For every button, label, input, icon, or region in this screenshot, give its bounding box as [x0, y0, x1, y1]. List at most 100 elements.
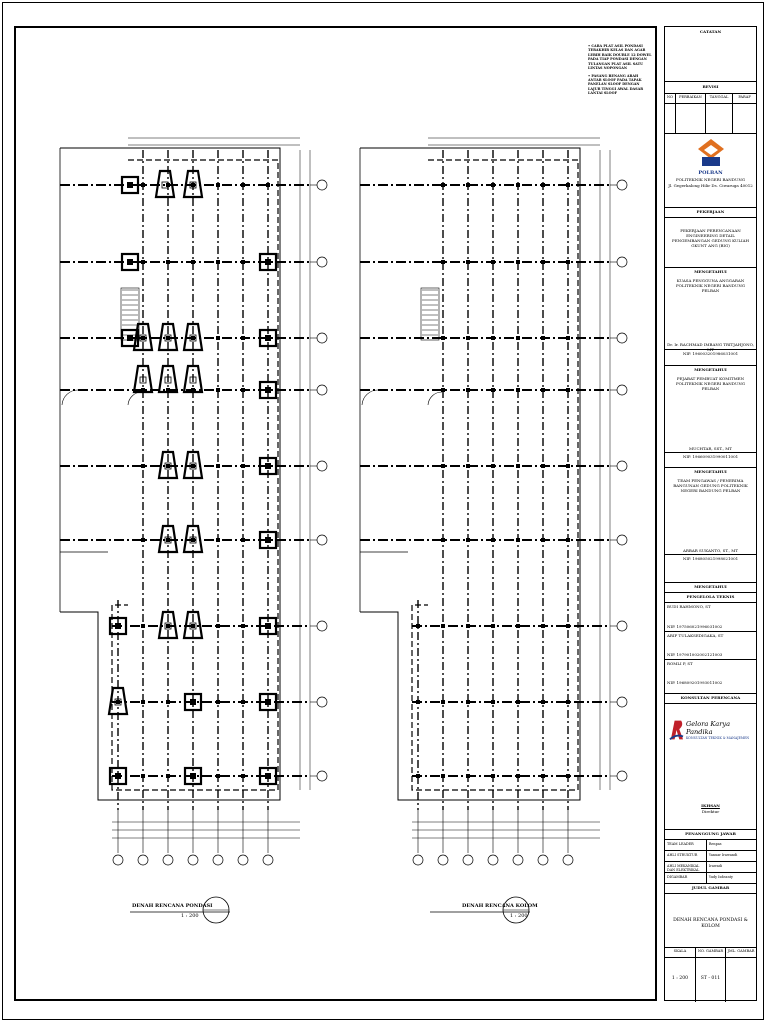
- sign-1-nip: NIP. 196003201986031001: [665, 349, 756, 357]
- footing-column: [265, 387, 271, 393]
- plan-right-title: DENAH RENCANA KOLOM: [462, 903, 538, 909]
- column: [441, 464, 445, 468]
- footing: [108, 616, 128, 636]
- column: [166, 260, 170, 264]
- column: [241, 260, 245, 264]
- footing: [258, 456, 278, 476]
- column: [441, 774, 445, 778]
- pekerjaan-label: PEKERJAAN: [665, 207, 756, 217]
- pt-1-nip: NIP. 197506021996031002: [667, 624, 723, 629]
- column: [216, 624, 220, 628]
- sign-1-name: Dr. Ir. RACHMAD IMBANG TRITJAHJONO, MT: [667, 342, 754, 352]
- pile-cap-footing: [157, 364, 179, 394]
- column: [516, 464, 520, 468]
- grid-bubble: [512, 854, 524, 866]
- pile-cap-footing: [157, 524, 179, 554]
- column: [516, 538, 520, 542]
- note-item-1: • CARA PLAT ASIL PONDASI TERAKHIR KELAS …: [588, 44, 652, 71]
- pile-cap-footing: [157, 610, 179, 640]
- grid-bubble: [562, 854, 574, 866]
- polban-logo: [697, 139, 724, 166]
- grid-bubble: [237, 854, 249, 866]
- stair-outline: [420, 287, 440, 341]
- footing-column: [127, 259, 133, 265]
- column: [491, 260, 495, 264]
- footing-column: [139, 376, 147, 384]
- grid-bubble: [112, 854, 124, 866]
- pile-cap-footing: [157, 322, 179, 352]
- column: [566, 336, 570, 340]
- column: [516, 774, 520, 778]
- column: [466, 336, 470, 340]
- grid-bubble: [537, 854, 549, 866]
- responsibility-name: Yanuar Irawandi: [708, 853, 738, 857]
- column: [541, 700, 545, 704]
- column: [491, 464, 495, 468]
- column: [441, 624, 445, 628]
- building-outline: [60, 147, 281, 801]
- footing-column: [115, 623, 121, 629]
- column: [516, 260, 520, 264]
- footing: [258, 328, 278, 348]
- pt-1-name: BUDI RAHMONO, ST: [665, 602, 756, 612]
- column: [491, 700, 495, 704]
- column: [141, 774, 145, 778]
- column: [541, 538, 545, 542]
- grid-bubble: [187, 854, 199, 866]
- mengetahui-1-text: KUASA PENGGUNA ANGGARAN POLITEKNIK NEGER…: [675, 278, 746, 293]
- column: [216, 388, 220, 392]
- pt-2-nip: NIP. 197901002002121003: [667, 652, 723, 657]
- pt-2-name: ARIF TULAKSEDIGAKA, ST: [665, 631, 756, 641]
- pekerjaan-text: PEKERJAAN PERENCANAAN ENGINEERING DETAIL…: [665, 217, 756, 267]
- revision-table-body: [665, 103, 756, 134]
- column: [466, 700, 470, 704]
- column: [466, 538, 470, 542]
- column: [466, 774, 470, 778]
- owner-section: POLBAN POLITEKNIK NEGERI BANDUNG Jl. Geg…: [665, 133, 756, 199]
- responsibility-role: DIGAMBAR: [665, 873, 707, 883]
- pile-cap-footing: [182, 364, 204, 394]
- column: [216, 774, 220, 778]
- responsibility-name: Irawadi: [708, 864, 723, 868]
- footing-column: [161, 181, 169, 189]
- column: [466, 464, 470, 468]
- mengetahui-3: MENGETAHUI: [665, 467, 756, 477]
- konsultan-section: Gelora Karya Pandika KONSULTAN TEKNIK & …: [665, 703, 756, 793]
- column: [241, 538, 245, 542]
- general-notes: • CARA PLAT ASIL PONDASI TERAKHIR KELAS …: [588, 44, 652, 99]
- footing-column: [265, 463, 271, 469]
- footing-column: [265, 699, 271, 705]
- column: [491, 774, 495, 778]
- konsultan-logo: [669, 720, 684, 741]
- column: [466, 183, 470, 187]
- column: [541, 464, 545, 468]
- plan-left-scale: 1 : 200: [181, 913, 199, 919]
- column: [141, 336, 145, 340]
- column: [241, 388, 245, 392]
- mengetahui-1: MENGETAHUI: [665, 267, 756, 277]
- footing-column: [189, 622, 197, 630]
- footing-column: [127, 182, 133, 188]
- column: [466, 624, 470, 628]
- pile-cap-footing: [107, 686, 129, 716]
- footing: [108, 766, 128, 786]
- column: [216, 464, 220, 468]
- column: [516, 624, 520, 628]
- footing: [258, 380, 278, 400]
- footing-column: [189, 376, 197, 384]
- door-swing: [427, 391, 443, 406]
- footing: [258, 252, 278, 272]
- mengetahui-2-text: PEJABAT PEMBUAT KOMITMEN POLITEKNIK NEGE…: [675, 376, 746, 391]
- pt-3-name: ROMLI P, ST: [665, 659, 756, 669]
- door-swing: [361, 389, 379, 406]
- footing-column: [265, 773, 271, 779]
- column: [516, 700, 520, 704]
- column: [566, 388, 570, 392]
- column: [541, 388, 545, 392]
- responsibility-role: AHLI STRUKTUR: [665, 851, 707, 861]
- footing-column: [190, 773, 196, 779]
- column: [266, 183, 270, 187]
- footing-column: [190, 699, 196, 705]
- column: [491, 336, 495, 340]
